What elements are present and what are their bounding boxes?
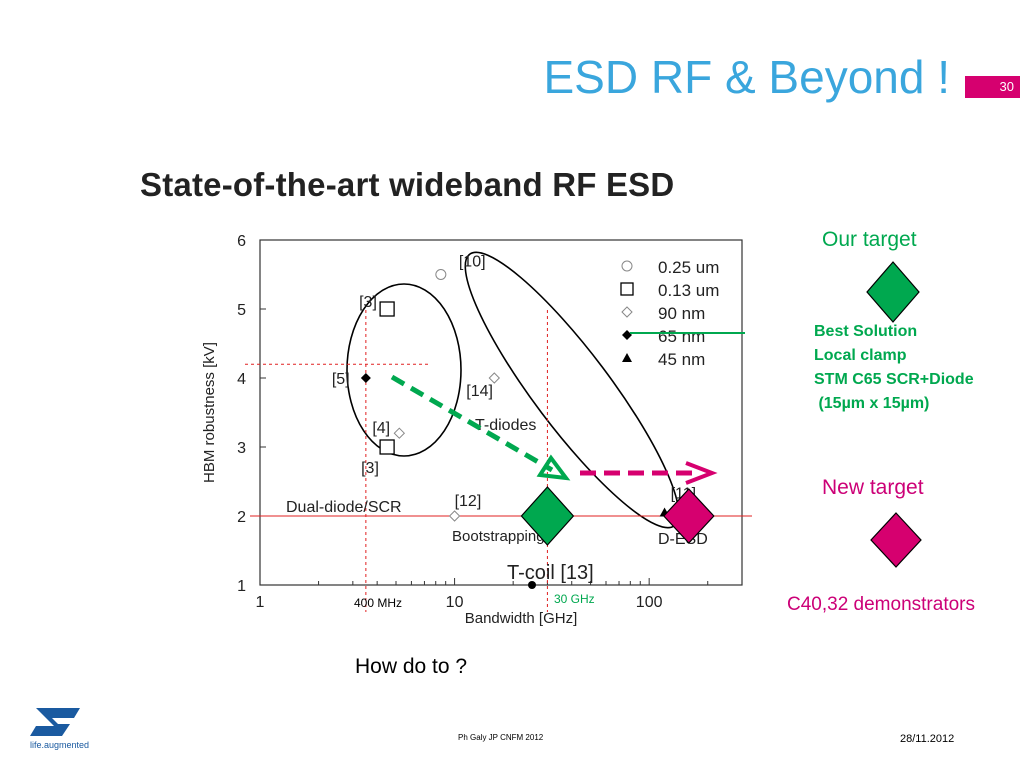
legend-marker [622,330,632,340]
point-label: [3] [361,460,379,477]
slide-number: 30 [965,76,1020,98]
new-target-diamond [663,488,715,544]
x-tick-label: 100 [636,594,663,611]
y-tick-label: 3 [237,440,246,457]
question-text: How do to ? [355,655,468,678]
legend-label: 45 nm [658,350,705,369]
point-label: [4] [372,420,390,437]
legend-label: 90 nm [658,304,705,323]
point-label: [3] [359,294,377,311]
logo-tagline: life.augmented [30,740,90,750]
y-tick-label: 2 [237,509,246,526]
plot-frame [259,239,743,586]
new-target-side-diamond [870,512,922,568]
x-axis-label: Bandwidth [GHz] [465,610,578,627]
point-label: [10] [459,254,486,271]
point-label: [12] [455,493,482,510]
data-point [393,427,406,439]
data-point [435,269,447,280]
demonstrators-label: C40,32 demonstrators [787,594,975,615]
label-30-ghz: 30 GHz [554,592,595,606]
best-solution-line: Local clamp [814,347,907,364]
chart-subtitle: State-of-the-art wideband RF ESD [140,166,675,203]
point-label: [5] [332,371,350,388]
magenta-arrow-head [685,461,718,485]
footer-author: Ph Galy JP CNFM 2012 [458,733,544,742]
legend-marker [620,282,634,296]
point-label: T-coil [13] [507,562,594,584]
group-ellipse-dual-diode [346,283,462,457]
y-tick-label: 5 [237,302,246,319]
our-target-label: Our target [822,228,917,251]
legend-marker [621,260,633,272]
best-solution-line: (15µm x 15µm) [814,395,930,412]
y-axis-label: HBM robustness [kV] [201,342,218,483]
group-label: Dual-diode/SCR [286,499,402,516]
data-point [528,581,537,589]
y-tick-label: 4 [237,371,246,388]
label-400-mhz: 400 MHz [354,596,403,610]
data-point [448,510,461,522]
new-target-label: New target [822,476,924,499]
y-tick-label: 1 [237,578,246,595]
st-logo-icon [30,708,80,736]
point-label: [14] [466,383,493,400]
x-tick-label: 1 [256,594,265,611]
legend-marker [622,353,632,362]
x-tick-label: 10 [446,594,464,611]
best-solution-line: Best Solution [814,323,918,340]
best-solution-text: Best Solution Local clamp STM C65 SCR+Di… [814,320,974,416]
group-label: Bootstrapping [452,528,545,545]
slide-title: ESD RF & Beyond ! [543,51,951,103]
data-point [379,301,395,317]
legend-marker [621,306,633,318]
y-tick-label: 6 [237,233,246,250]
group-label: T-diodes [475,417,536,434]
data-point [488,372,501,384]
green-dashed-arrow [390,374,554,473]
our-target-side-diamond [866,261,920,323]
data-point [360,373,371,383]
legend-label: 0.25 um [658,258,719,277]
green-arrow-head [536,454,571,481]
footer-date: 28/11.2012 [900,733,955,745]
legend-label: 65 nm [658,327,705,346]
legend-label: 0.13 um [658,281,719,300]
best-solution-line: STM C65 SCR+Diode [814,371,974,388]
data-point [379,439,395,455]
our-target-diamond [520,486,575,546]
